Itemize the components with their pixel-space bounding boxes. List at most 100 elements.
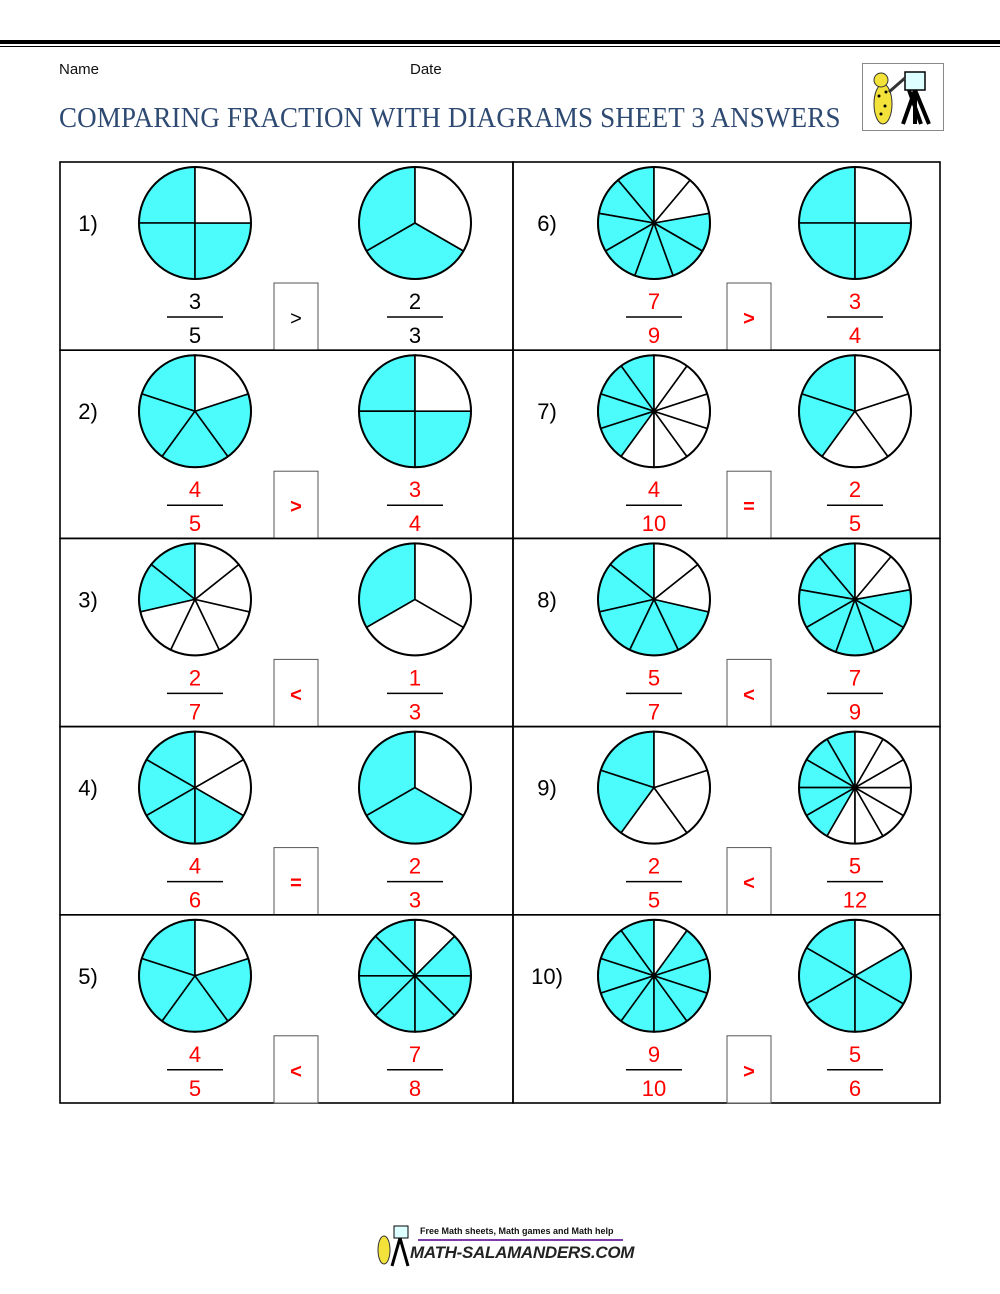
problem-number: 5) (78, 964, 98, 989)
pie-left (138, 542, 252, 657)
denominator: 4 (849, 323, 861, 348)
numerator: 3 (849, 289, 861, 314)
numerator: 2 (849, 477, 861, 502)
fraction-left: 35 (167, 289, 223, 348)
denominator: 7 (189, 699, 201, 724)
comparison-answer-box[interactable]: = (273, 847, 319, 916)
comparison-answer-box[interactable]: > (273, 282, 319, 351)
footer-divider (418, 1239, 623, 1241)
fraction-right: 25 (827, 477, 883, 536)
denominator: 9 (849, 699, 861, 724)
comparison-sign: < (743, 873, 755, 895)
comparison-answer-box[interactable]: < (726, 847, 772, 916)
fraction-left: 57 (626, 665, 682, 724)
pie-left (138, 354, 252, 469)
denominator: 3 (409, 699, 421, 724)
problem-number: 10) (531, 964, 563, 989)
denominator: 10 (642, 1076, 666, 1101)
numerator: 5 (648, 665, 660, 690)
numerator: 1 (409, 665, 421, 690)
pie-left (597, 730, 711, 845)
name-label: Name (59, 61, 100, 78)
pie-left (597, 918, 711, 1033)
date-label: Date (410, 61, 442, 78)
pie-right (798, 730, 912, 845)
numerator: 9 (648, 1042, 660, 1067)
pie-right (798, 918, 912, 1033)
fraction-left: 410 (626, 477, 682, 536)
comparison-sign: > (743, 308, 755, 330)
fraction-right: 13 (387, 665, 443, 724)
comparison-answer-box[interactable]: < (273, 658, 319, 728)
page-title: COMPARING FRACTION WITH DIAGRAMS SHEET 3… (59, 102, 841, 134)
problem-number: 6) (537, 211, 557, 236)
numerator: 4 (189, 477, 201, 502)
numerator: 4 (648, 477, 660, 502)
denominator: 9 (648, 323, 660, 348)
pie-left (597, 542, 711, 657)
fraction-left: 79 (626, 289, 682, 348)
problem-number: 4) (78, 776, 98, 801)
numerator: 7 (409, 1042, 421, 1067)
numerator: 7 (648, 289, 660, 314)
pie-right (798, 354, 912, 469)
comparison-answer-box[interactable]: < (273, 1035, 319, 1104)
numerator: 2 (409, 289, 421, 314)
denominator: 12 (843, 888, 867, 913)
fraction-left: 46 (167, 854, 223, 913)
comparison-answer-box[interactable]: > (726, 282, 772, 351)
fraction-left: 45 (167, 477, 223, 536)
numerator: 5 (849, 1042, 861, 1067)
denominator: 3 (409, 888, 421, 913)
fraction-left: 910 (626, 1042, 682, 1101)
denominator: 5 (648, 888, 660, 913)
fraction-right: 34 (827, 289, 883, 348)
pie-left (138, 166, 252, 280)
fraction-left: 27 (167, 665, 223, 724)
denominator: 3 (409, 323, 421, 348)
denominator: 8 (409, 1076, 421, 1101)
fraction-right: 512 (827, 854, 883, 913)
top-rule-thin (0, 46, 1000, 47)
fraction-left: 45 (167, 1042, 223, 1101)
fraction-right: 23 (387, 289, 443, 348)
numerator: 3 (409, 477, 421, 502)
comparison-sign: > (743, 1061, 755, 1083)
problem-cell: 9) 2 5 512 < (512, 725, 941, 916)
comparison-answer-box[interactable]: > (273, 470, 319, 539)
numerator: 2 (189, 665, 201, 690)
comparison-answer-box[interactable]: > (726, 1035, 772, 1104)
denominator: 6 (189, 888, 201, 913)
fraction-right: 34 (387, 477, 443, 536)
footer-site-name: MATH-SALAMANDERS.COM (410, 1243, 635, 1262)
denominator: 6 (849, 1076, 861, 1101)
problem-number: 9) (537, 776, 557, 801)
pie-right (358, 354, 472, 469)
comparison-sign: < (743, 684, 755, 706)
numerator: 4 (189, 854, 201, 879)
denominator: 10 (642, 511, 666, 536)
fraction-right: 23 (387, 854, 443, 913)
pie-right (798, 166, 912, 280)
pie-left (138, 918, 252, 1033)
numerator: 2 (648, 854, 660, 879)
pie-left (597, 166, 711, 280)
comparison-answer-box[interactable]: = (726, 470, 772, 539)
fraction-right: 78 (387, 1042, 443, 1101)
pie-left (597, 354, 711, 469)
comparison-sign: < (290, 1061, 302, 1083)
pie-right (798, 542, 912, 657)
comparison-answer-box[interactable]: < (726, 658, 772, 728)
denominator: 5 (189, 511, 201, 536)
pie-right (358, 166, 472, 280)
top-rule (0, 40, 1000, 44)
numerator: 2 (409, 854, 421, 879)
numerator: 4 (189, 1042, 201, 1067)
